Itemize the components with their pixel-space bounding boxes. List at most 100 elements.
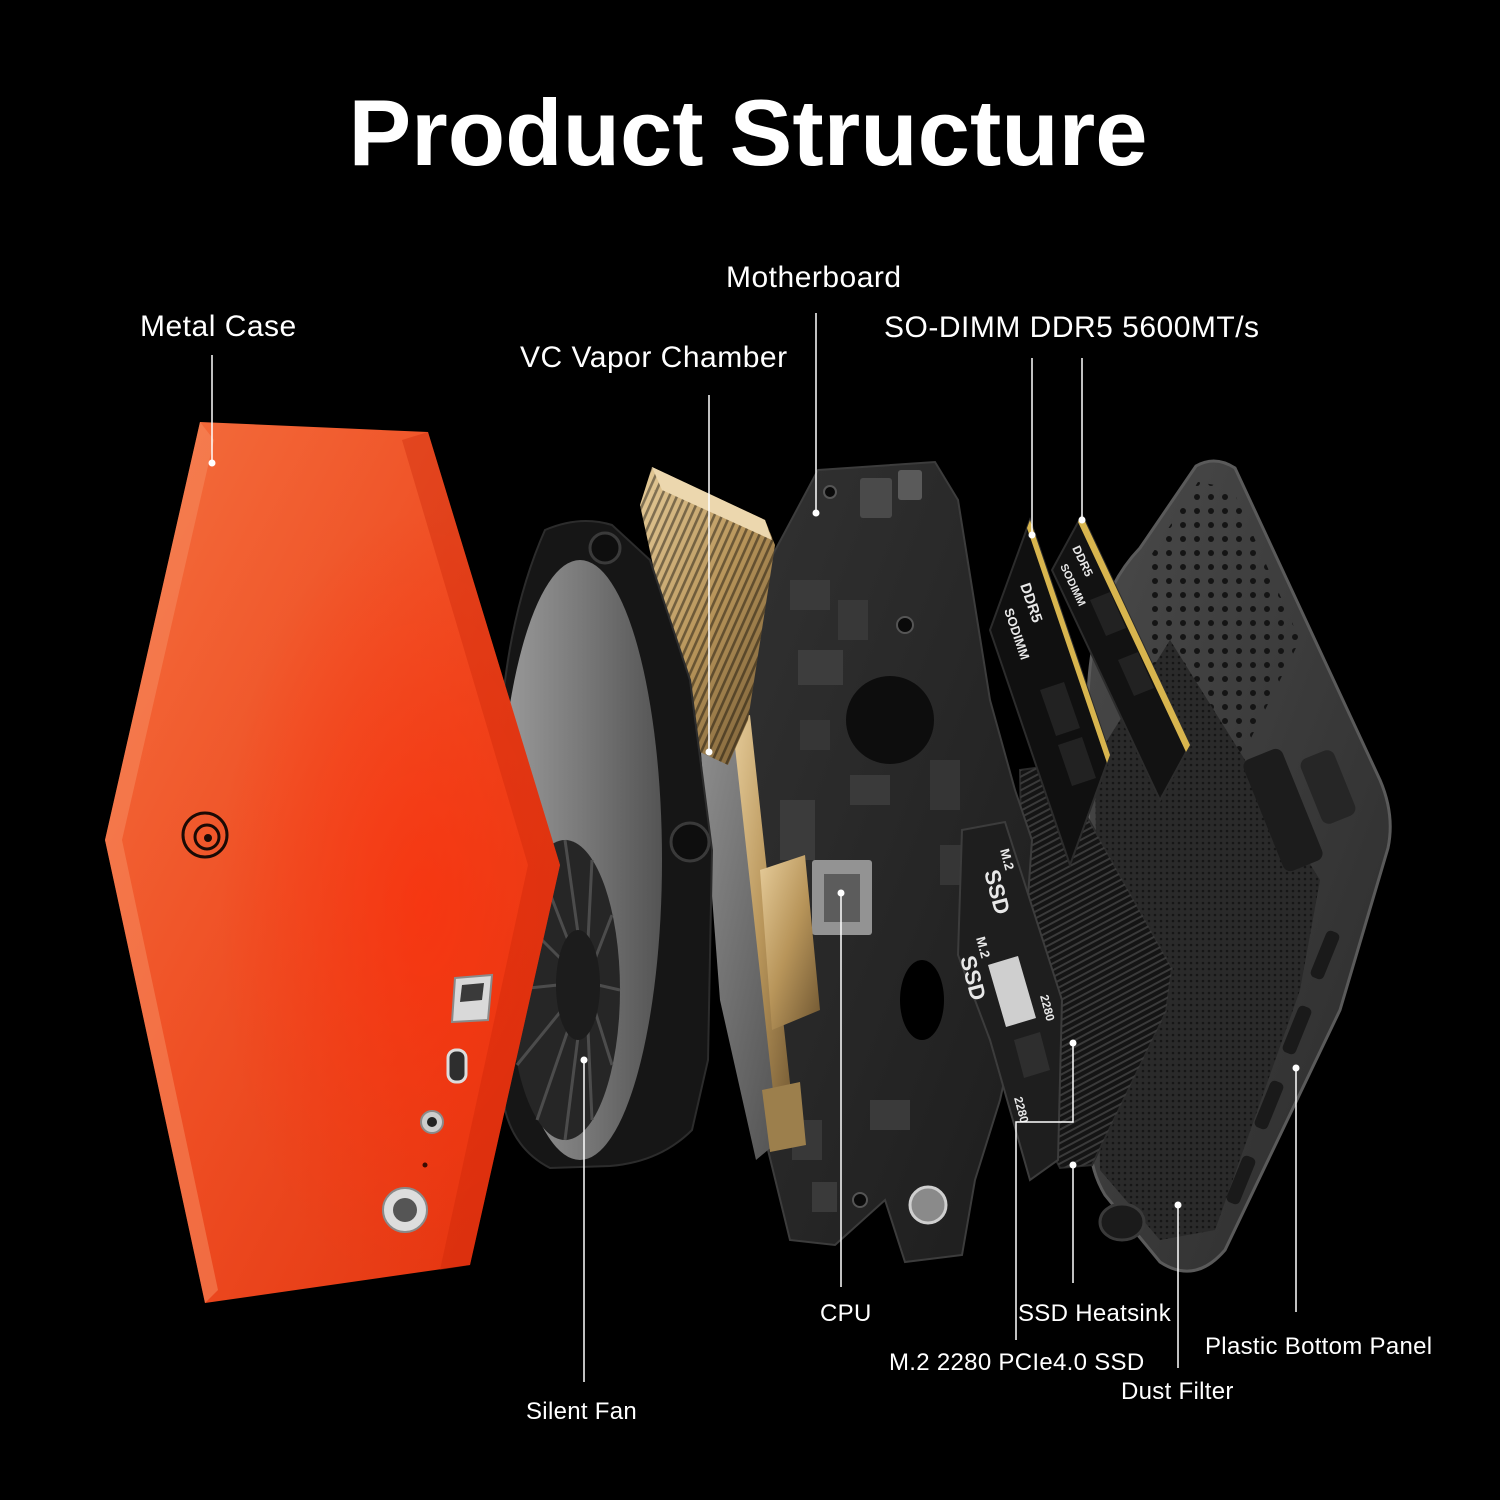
- panel-side-slot: [1254, 1080, 1284, 1130]
- board-chip: [790, 580, 830, 610]
- board-fan-opening: [846, 676, 934, 764]
- heatsink-bracket: [762, 1082, 806, 1152]
- ram-stick-body: [1050, 512, 1192, 803]
- heatsink-fin-texture: [640, 467, 775, 765]
- ram-chip: [1040, 682, 1080, 736]
- panel-standoff: [1300, 750, 1356, 824]
- anchor-plastic-bottom-panel: [1292, 1064, 1300, 1072]
- panel-rubber-foot: [1098, 1202, 1146, 1242]
- board-chip: [940, 845, 962, 885]
- fan-blade: [597, 983, 621, 992]
- logo-inner-ring: [193, 823, 221, 851]
- fan-blade: [563, 1036, 580, 1141]
- ram-chip: [1118, 652, 1154, 696]
- power-port-hole: [393, 1198, 417, 1222]
- anchor-m2-ssd: [1069, 1039, 1077, 1047]
- board-chip: [780, 800, 815, 860]
- anchor-vc-vapor-chamber: [705, 748, 713, 756]
- panel-side-slot: [1282, 1005, 1312, 1055]
- ssd-slot-marking: M.2: [997, 847, 1017, 872]
- ram-chip: [1090, 592, 1126, 636]
- label-so-dimm: SO-DIMM DDR5 5600MT/s: [884, 311, 1260, 344]
- fan-screw: [588, 531, 622, 565]
- anchor-so-dimm-1: [1028, 531, 1036, 539]
- cpu-contact-plate: [760, 855, 820, 1030]
- fan-blade: [515, 1010, 563, 1066]
- ram-gold-contacts: [1078, 515, 1190, 752]
- fan-blade: [586, 859, 594, 941]
- fan-blade: [586, 1029, 594, 1121]
- usb-a-port-tongue: [460, 983, 484, 1002]
- cpu-die: [824, 874, 860, 922]
- panel-side-slot: [1226, 1155, 1256, 1205]
- logo-center: [204, 834, 212, 842]
- board-port-connector: [860, 478, 892, 518]
- board-chip: [850, 775, 890, 805]
- m2-ssd: M.2 SSD M.2 SSD 2280 2280: [955, 820, 1064, 1182]
- ram-gold-contacts: [1027, 520, 1110, 763]
- logo-outer-ring: [181, 811, 229, 859]
- fan-blade: [535, 1029, 570, 1121]
- fan-screw: [669, 821, 711, 863]
- metal-case: [105, 422, 560, 1303]
- ssd-size-marking: 2280: [1011, 1095, 1032, 1125]
- board-chip: [812, 1182, 837, 1212]
- board-port-connector: [898, 470, 922, 500]
- anchor-so-dimm-2: [1078, 516, 1086, 524]
- board-chip: [870, 1100, 910, 1130]
- label-silent-fan: Silent Fan: [526, 1398, 637, 1425]
- board-chip: [838, 600, 868, 640]
- callout-labels: Metal Case VC Vapor Chamber Motherboard …: [140, 261, 1432, 1425]
- ssd-label-sticker: [988, 956, 1036, 1027]
- ram-chip: [1058, 737, 1096, 786]
- label-m2-ssd: M.2 2280 PCIe4.0 SSD: [889, 1349, 1144, 1376]
- anchor-cpu: [837, 889, 845, 897]
- ssd-slot-marking: M.2: [973, 935, 993, 960]
- board-chip: [800, 720, 830, 750]
- board-screw-hole: [896, 616, 914, 634]
- label-metal-case: Metal Case: [140, 310, 297, 343]
- board-front-button: [908, 1185, 948, 1225]
- vc-vapor-chamber: [640, 467, 820, 1160]
- page-title: Product Structure: [348, 80, 1147, 185]
- board-chip: [930, 760, 960, 810]
- fan-blade: [593, 914, 614, 960]
- case-glow: [105, 422, 560, 1303]
- ssd-size-marking: 2280: [1037, 993, 1058, 1023]
- anchor-metal-case: [208, 459, 216, 467]
- label-ssd-heatsink: SSD Heatsink: [1018, 1300, 1172, 1327]
- usb-c-port: [446, 1048, 468, 1084]
- so-dimm-ram-module-1: DDR5 SODIMM: [988, 516, 1112, 869]
- case-logo-icon: [181, 811, 229, 859]
- label-vc-vapor-chamber: VC Vapor Chamber: [520, 341, 788, 374]
- anchor-dust-filter: [1174, 1201, 1182, 1209]
- fan-blade: [563, 839, 580, 934]
- board-cutout: [900, 960, 944, 1040]
- label-plastic-bottom-panel: Plastic Bottom Panel: [1205, 1333, 1432, 1360]
- anchor-motherboard: [812, 509, 820, 517]
- leader-m2-ssd: [1015, 1043, 1074, 1340]
- label-cpu: CPU: [820, 1300, 872, 1327]
- case-left-bevel: [105, 422, 218, 1303]
- board-screw-hole: [852, 1192, 868, 1208]
- audio-jack-hole: [427, 1117, 437, 1127]
- fan-blade: [593, 1010, 614, 1066]
- silent-fan: [495, 520, 714, 1170]
- status-led: [422, 1162, 428, 1168]
- ssd-controller-chip: [1014, 1032, 1050, 1078]
- so-dimm-ram-module-2: DDR5 SODIMM: [1050, 512, 1192, 803]
- plastic-bottom-panel: [1086, 459, 1392, 1273]
- motherboard: [728, 460, 1034, 1264]
- anchor-ssd-heatsink: [1069, 1161, 1077, 1169]
- label-dust-filter: Dust Filter: [1121, 1378, 1234, 1405]
- anchor-silent-fan: [580, 1056, 588, 1064]
- fan-hub: [556, 930, 600, 1040]
- label-motherboard: Motherboard: [726, 261, 902, 294]
- leader-lines: [208, 313, 1300, 1382]
- board-chip: [798, 650, 843, 685]
- heat-pipe: [732, 715, 794, 1136]
- panel-standoff: [1243, 748, 1323, 872]
- board-screw-hole: [823, 485, 837, 499]
